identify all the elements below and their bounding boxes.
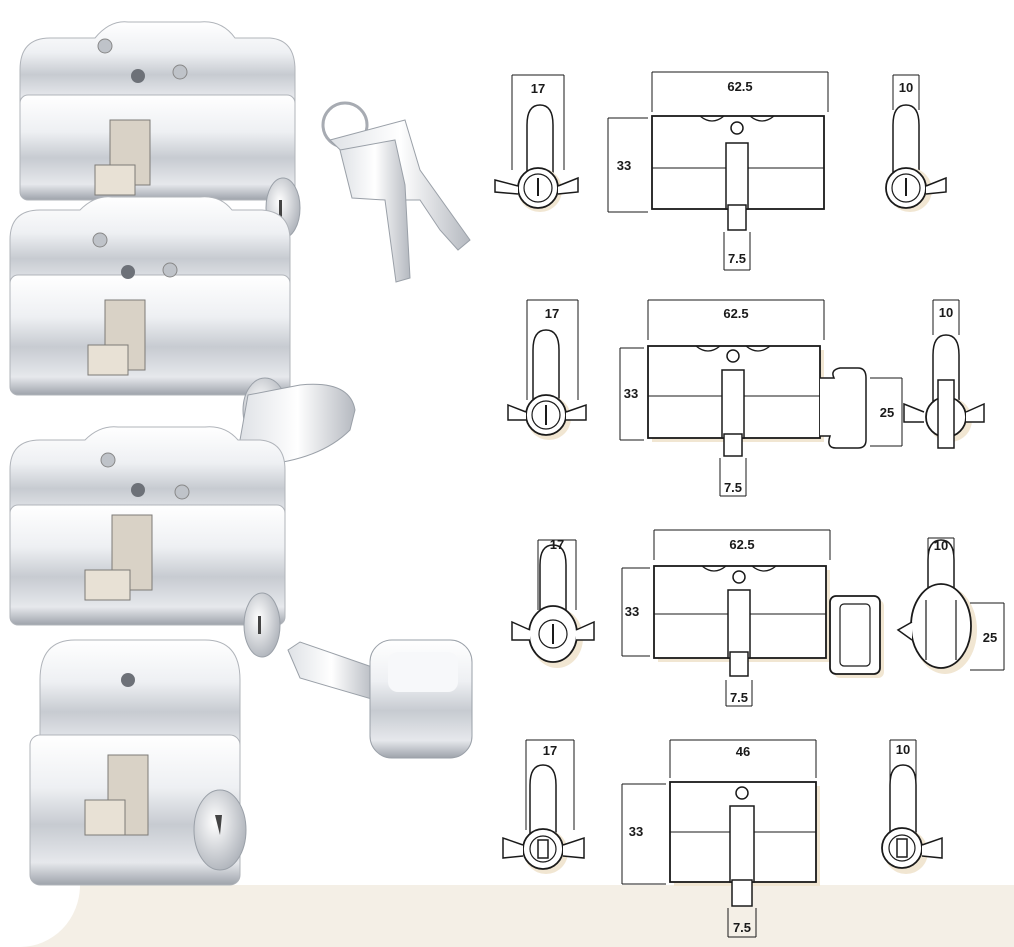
row2-height: 33 [624, 386, 638, 401]
photo-keys [321, 101, 471, 283]
drawing-row-half-cylinder [502, 739, 943, 938]
row2-cam-width: 7.5 [724, 480, 742, 495]
row2-left-width: 17 [545, 306, 559, 321]
row2-extra-height: 25 [880, 405, 894, 420]
row4-height: 33 [629, 824, 643, 839]
row3-right-width: 10 [934, 538, 948, 553]
row2-body-length: 62.5 [723, 306, 748, 321]
row3-extra-height: 25 [983, 630, 997, 645]
row3-cam-width: 7.5 [730, 690, 748, 705]
photo-half-cylinder [29, 639, 247, 886]
end-view-left [511, 539, 595, 668]
body-view [621, 739, 820, 938]
end-view-right [881, 739, 943, 874]
end-view-right [896, 537, 1005, 674]
end-view-left [502, 739, 585, 874]
row1-height: 33 [617, 158, 631, 173]
end-view-right [903, 299, 985, 449]
end-view-left [507, 299, 587, 440]
row4-left-width: 17 [543, 743, 557, 758]
row3-height: 33 [625, 604, 639, 619]
row1-left-width: 17 [531, 81, 545, 96]
row4-right-width: 10 [896, 742, 910, 757]
row3-left-width: 17 [550, 537, 564, 552]
photo-double-cylinder [19, 21, 301, 239]
row2-right-width: 10 [939, 305, 953, 320]
body-view [619, 299, 903, 497]
drawing-row-key-thumbturn [507, 299, 985, 497]
end-view-right [885, 74, 947, 212]
row4-cam-width: 7.5 [733, 920, 751, 935]
row1-right-width: 10 [899, 80, 913, 95]
row4-body-length: 46 [736, 744, 750, 759]
drawing-row-double-cylinder [494, 71, 947, 271]
end-view-left [494, 74, 579, 212]
row1-cam-width: 7.5 [728, 251, 746, 266]
body-view [607, 71, 829, 271]
drawing-row-key-knob [511, 529, 1005, 707]
photo-knob [287, 639, 473, 759]
photo-key-thumbturn [9, 196, 356, 466]
row3-body-length: 62.5 [729, 537, 754, 552]
body-view [621, 529, 884, 707]
photo-key-knob [9, 426, 286, 658]
footer-band [0, 885, 1014, 947]
row1-body-length: 62.5 [727, 79, 752, 94]
